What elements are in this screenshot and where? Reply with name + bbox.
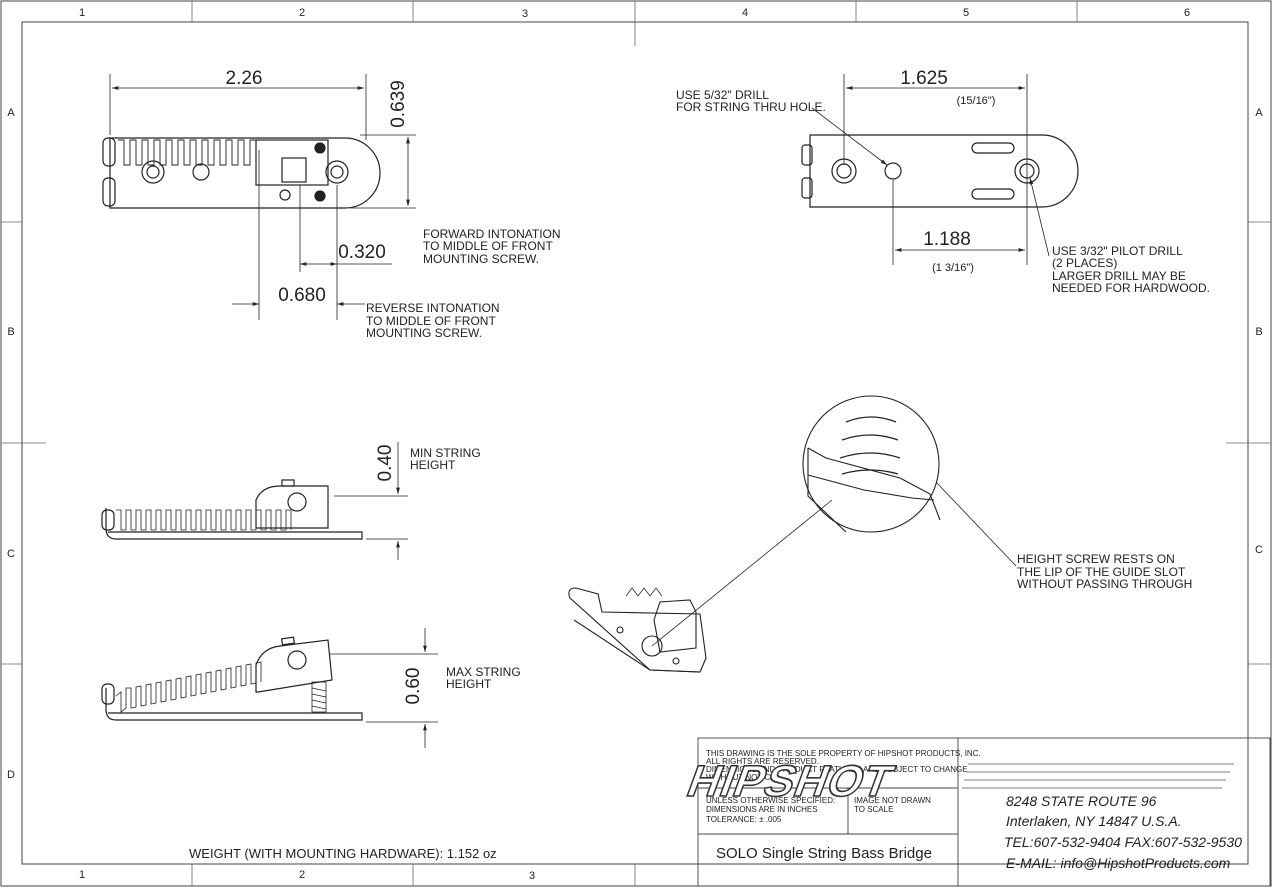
note-reverse: REVERSE INTONATION TO MIDDLE OF FRONT MO… xyxy=(366,301,500,340)
drawing-title: SOLO Single String Bass Bridge xyxy=(716,845,932,862)
row-label-b-right: B xyxy=(1255,326,1262,338)
dim-forward: 0.320 xyxy=(338,242,386,263)
side-view-min-dims xyxy=(334,442,408,560)
svg-text:HEIGHT: HEIGHT xyxy=(446,677,492,691)
spec-notice: UNLESS OTHERWISE SPECIFIED: DIMENSIONS A… xyxy=(706,796,835,824)
svg-text:UNLESS OTHERWISE SPECIFIED:: UNLESS OTHERWISE SPECIFIED: xyxy=(706,796,835,805)
col-label-bottom-2: 2 xyxy=(299,869,305,881)
col-label-5: 5 xyxy=(963,7,969,19)
note-forward: FORWARD INTONATION TO MIDDLE OF FRONT MO… xyxy=(423,227,561,266)
bottom-view-bridge xyxy=(801,134,1079,208)
svg-text:DIMENSIONS AND PRODUCT FEATURE: DIMENSIONS AND PRODUCT FEATURES ARE SUBJ… xyxy=(706,765,968,774)
side-view-min-bridge xyxy=(101,479,363,540)
dim-bottom: 1.188 xyxy=(923,229,971,250)
svg-text:TOLERANCE: ± .005: TOLERANCE: ± .005 xyxy=(706,815,782,824)
svg-text:(2 PLACES): (2 PLACES) xyxy=(1052,256,1117,270)
svg-text:E-MAIL: info@HipshotProducts.c: E-MAIL: info@HipshotProducts.com xyxy=(1006,855,1231,871)
svg-text:NEEDED FOR HARDWOOD.: NEEDED FOR HARDWOOD. xyxy=(1052,281,1210,295)
weight-label: WEIGHT (WITH MOUNTING HARDWARE): 1.152 o… xyxy=(189,846,497,861)
col-label-4: 4 xyxy=(742,7,748,19)
svg-text:HEIGHT: HEIGHT xyxy=(410,458,456,472)
note-pilot: USE 3/32" PILOT DRILL (2 PLACES) LARGER … xyxy=(1052,244,1210,295)
svg-text:THIS DRAWING IS THE SOLE PROPE: THIS DRAWING IS THE SOLE PROPERTY OF HIP… xyxy=(706,749,981,758)
row-label-b: B xyxy=(7,326,14,338)
svg-text:HEIGHT SCREW RESTS ON: HEIGHT SCREW RESTS ON xyxy=(1017,552,1175,566)
dim-min-height: 0.40 xyxy=(375,445,396,482)
col-label-1: 1 xyxy=(79,7,85,19)
svg-text:MOUNTING SCREW.: MOUNTING SCREW. xyxy=(423,252,539,266)
svg-text:FORWARD INTONATION: FORWARD INTONATION xyxy=(423,227,561,241)
svg-text:MIN STRING: MIN STRING xyxy=(410,446,481,460)
scale-notice: IMAGE NOT DRAWN TO SCALE xyxy=(854,796,931,814)
top-view-dims xyxy=(109,74,416,320)
svg-text:ALL RIGHTS ARE RESERVED.: ALL RIGHTS ARE RESERVED. xyxy=(706,757,819,766)
svg-text:TEL:607-532-9404 FAX:607-532-9: TEL:607-532-9404 FAX:607-532-9530 xyxy=(1004,834,1242,850)
svg-text:HIPSHOT: HIPSHOT xyxy=(681,756,902,805)
svg-text:IMAGE NOT DRAWN: IMAGE NOT DRAWN xyxy=(854,796,931,805)
dim-max-height: 0.60 xyxy=(403,668,424,705)
isometric-bridge xyxy=(568,587,707,673)
row-label-c: C xyxy=(7,548,15,560)
property-notice: THIS DRAWING IS THE SOLE PROPERTY OF HIP… xyxy=(706,749,981,782)
col-label-2: 2 xyxy=(299,7,305,19)
note-detail: HEIGHT SCREW RESTS ON THE LIP OF THE GUI… xyxy=(1017,552,1192,591)
svg-text:Interlaken, NY 14847 U.S.A.: Interlaken, NY 14847 U.S.A. xyxy=(1006,813,1182,829)
title-block xyxy=(697,737,1271,887)
company-address: 8248 STATE ROUTE 96 Interlaken, NY 14847… xyxy=(1004,793,1242,871)
dim-top-fraction: (15/16") xyxy=(957,95,996,107)
top-view-bridge xyxy=(102,137,381,209)
svg-text:THE LIP OF THE GUIDE SLOT: THE LIP OF THE GUIDE SLOT xyxy=(1017,565,1186,579)
svg-text:USE 3/32" PILOT DRILL: USE 3/32" PILOT DRILL xyxy=(1052,244,1183,258)
col-label-bottom-1: 1 xyxy=(79,869,85,881)
svg-text:TO MIDDLE OF FRONT: TO MIDDLE OF FRONT xyxy=(366,314,496,328)
dim-length: 2.26 xyxy=(226,68,263,89)
svg-text:WITHOUT PASSING THROUGH: WITHOUT PASSING THROUGH xyxy=(1017,577,1192,591)
row-label-c-right: C xyxy=(1255,544,1263,556)
dim-height: 0.639 xyxy=(388,80,409,128)
svg-text:MAX STRING: MAX STRING xyxy=(446,665,521,679)
dim-top: 1.625 xyxy=(900,68,948,89)
svg-text:LARGER DRILL MAY BE: LARGER DRILL MAY BE xyxy=(1052,269,1186,283)
col-label-bottom-3: 3 xyxy=(529,870,535,882)
side-view-max-bridge xyxy=(101,636,363,721)
note-min-height: MIN STRING HEIGHT xyxy=(410,446,481,472)
svg-text:8248 STATE ROUTE 96: 8248 STATE ROUTE 96 xyxy=(1006,793,1157,809)
svg-text:TO MIDDLE OF FRONT: TO MIDDLE OF FRONT xyxy=(423,239,553,253)
note-drill: USE 5/32" DRILL FOR STRING THRU HOLE. xyxy=(676,88,826,114)
side-view-max-dims xyxy=(330,628,438,748)
col-label-3: 3 xyxy=(522,8,528,20)
hipshot-logo: HIPSHOT xyxy=(680,755,1234,806)
col-label-6: 6 xyxy=(1184,7,1190,19)
row-label-a-right: A xyxy=(1255,107,1263,119)
svg-text:FOR STRING THRU HOLE.: FOR STRING THRU HOLE. xyxy=(676,100,826,114)
svg-text:DIMENSIONS ARE IN INCHES: DIMENSIONS ARE IN INCHES xyxy=(706,805,818,814)
svg-text:WITHOUT NOTICE.: WITHOUT NOTICE. xyxy=(706,773,778,782)
dim-bottom-fraction: (1 3/16") xyxy=(932,262,974,274)
detail-zoom xyxy=(651,395,1017,647)
row-label-a: A xyxy=(7,107,15,119)
svg-text:TO SCALE: TO SCALE xyxy=(854,805,893,814)
bottom-view-dims xyxy=(811,74,1050,265)
dim-reverse: 0.680 xyxy=(278,285,326,306)
note-max-height: MAX STRING HEIGHT xyxy=(446,665,521,691)
row-label-d: D xyxy=(7,769,15,781)
svg-text:USE 5/32" DRILL: USE 5/32" DRILL xyxy=(676,88,769,102)
svg-text:MOUNTING SCREW.: MOUNTING SCREW. xyxy=(366,326,482,340)
svg-text:REVERSE INTONATION: REVERSE INTONATION xyxy=(366,301,500,315)
